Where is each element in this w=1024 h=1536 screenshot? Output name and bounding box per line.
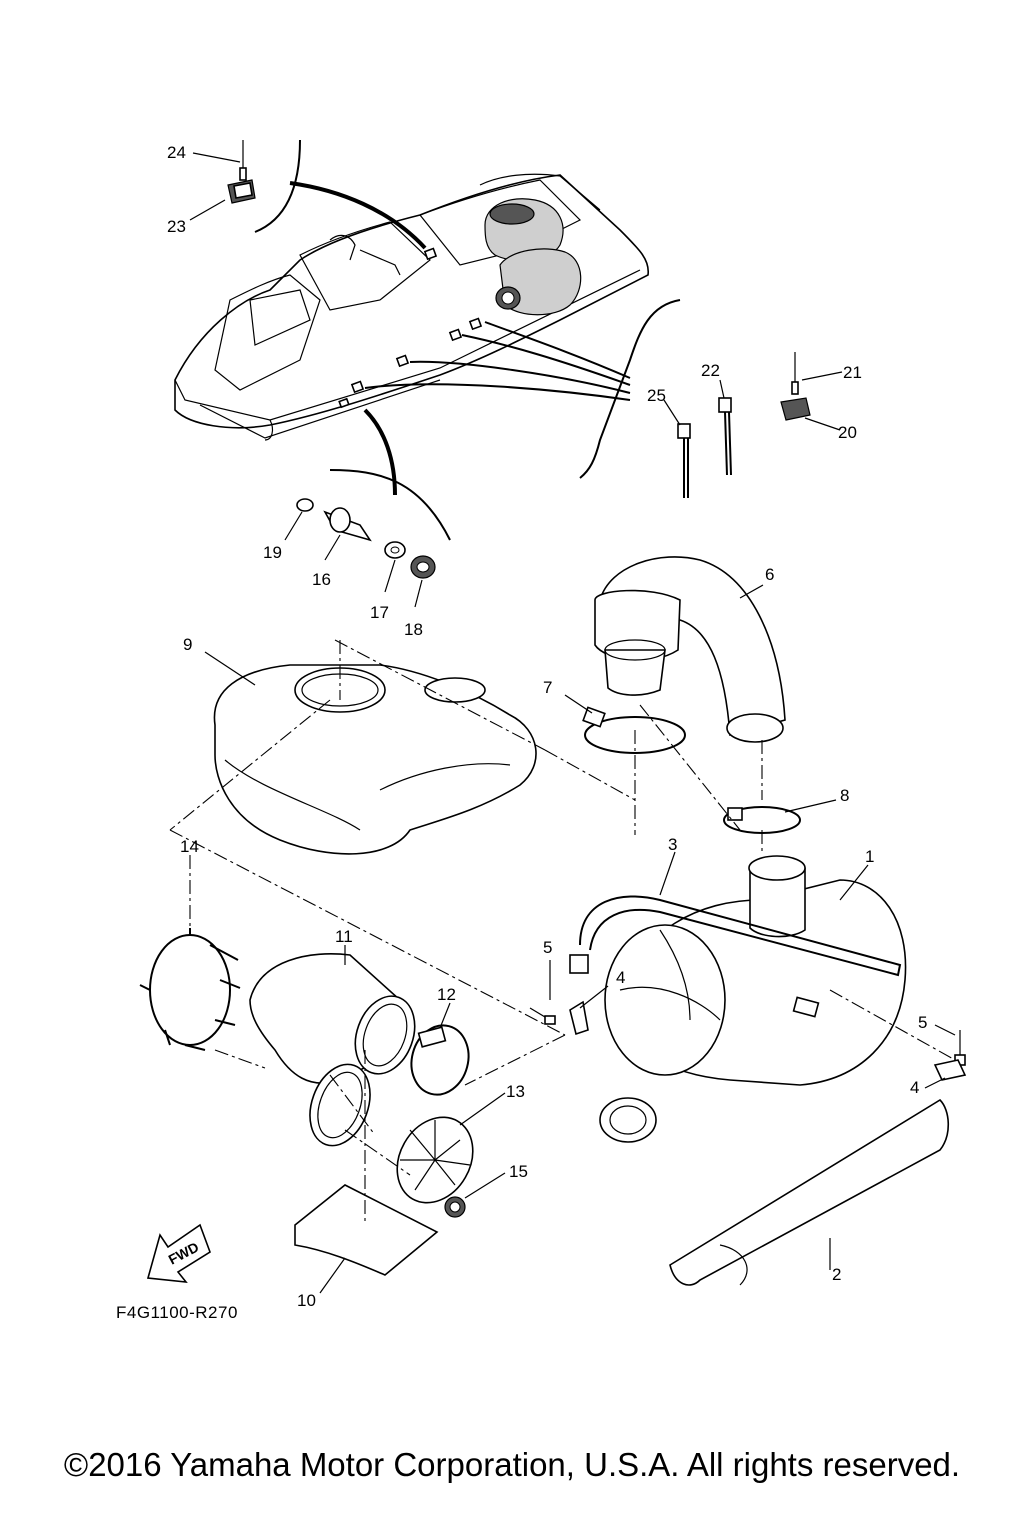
part-20-21 [780, 352, 811, 421]
callout-24: 24 [167, 143, 186, 162]
callout-10: 10 [297, 1291, 316, 1310]
callout-5b: 5 [918, 1013, 927, 1032]
part-14-ring [139, 928, 241, 1051]
part-1-muffler [599, 855, 907, 1143]
callout-3: 3 [668, 835, 677, 854]
callout-1: 1 [865, 847, 874, 866]
part-11-pipe [249, 953, 416, 1147]
part-9-waterbox [213, 664, 537, 855]
copyright-notice: ©2016 Yamaha Motor Corporation, U.S.A. A… [63, 1446, 961, 1483]
callout-17: 17 [370, 603, 389, 622]
diagram-code: F4G1100-R270 [116, 1303, 238, 1322]
part-16-19-fitting [296, 498, 436, 579]
part-6-elbow [594, 556, 786, 743]
part-4-5-hardware [529, 1000, 967, 1081]
callout-4a: 4 [616, 968, 625, 987]
cable-ties [677, 397, 732, 498]
callout-14: 14 [180, 837, 199, 856]
part-13-plate [396, 1116, 474, 1204]
callout-5a: 5 [543, 938, 552, 957]
callout-15: 15 [509, 1162, 528, 1181]
callout-2: 2 [832, 1265, 841, 1284]
callout-11: 11 [335, 927, 353, 946]
part-10-plate [294, 1184, 439, 1276]
callout-19: 19 [263, 543, 282, 562]
callout-20: 20 [838, 423, 857, 442]
callout-12: 12 [437, 985, 456, 1004]
assembly-lines [169, 639, 956, 1225]
callout-22: 22 [701, 361, 720, 380]
part-23-24 [227, 140, 256, 204]
part-2-cover [669, 1098, 950, 1286]
part-15-nut [444, 1196, 466, 1218]
callout-4b: 4 [910, 1078, 919, 1097]
callout-8: 8 [840, 786, 849, 805]
part-12-clamp [410, 1024, 470, 1096]
fwd-arrow-icon: FWD [146, 1223, 211, 1283]
callout-numbers: 1 2 3 4 4 5 5 6 7 8 9 10 11 12 13 14 15 … [167, 143, 927, 1310]
callout-25: 25 [647, 386, 666, 405]
callout-leaders [189, 152, 956, 1294]
callout-6: 6 [765, 565, 774, 584]
watercraft-illustration [174, 173, 649, 441]
hull-leaders [289, 181, 631, 496]
callout-9: 9 [183, 635, 192, 654]
callout-21: 21 [843, 363, 862, 382]
callout-7: 7 [543, 678, 552, 697]
callout-16: 16 [312, 570, 331, 589]
part-3-strap [569, 895, 902, 1018]
callout-13: 13 [506, 1082, 525, 1101]
callout-23: 23 [167, 217, 186, 236]
part-7-clamp [582, 706, 686, 754]
callout-18: 18 [404, 620, 423, 639]
group-brackets [254, 139, 681, 541]
